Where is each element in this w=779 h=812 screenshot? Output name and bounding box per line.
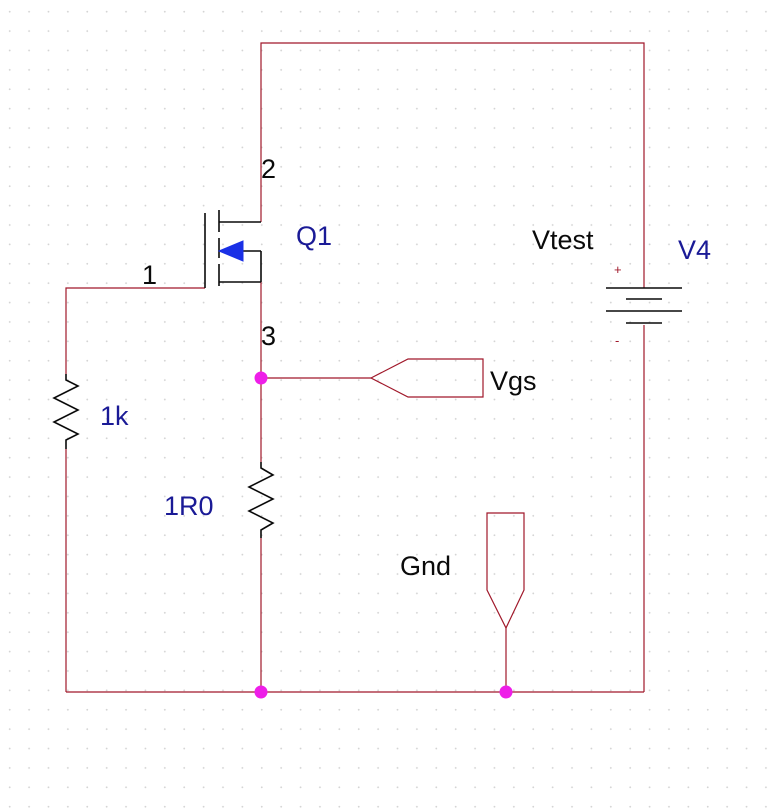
mosfet-q1[interactable]	[204, 210, 262, 288]
gate-resistor[interactable]	[52, 374, 80, 449]
gate-resistor-value: 1k	[100, 401, 129, 431]
source-minus-sign: -	[615, 333, 619, 348]
junction-ground-resistor	[254, 685, 268, 699]
junction-ground-gnd	[499, 685, 513, 699]
wire-top-loop[interactable]	[260, 42, 645, 288]
pin-label-drain: 2	[261, 154, 276, 184]
vgs-connector[interactable]	[369, 358, 484, 398]
source-plus-sign: +	[614, 262, 622, 277]
vgs-connector-label: Vgs	[490, 366, 537, 396]
source-ref-label: V4	[678, 235, 711, 265]
pin-label-gate: 1	[142, 260, 157, 290]
pin-label-source: 3	[261, 321, 276, 351]
source-name-label: Vtest	[532, 225, 594, 255]
junction-source-node	[254, 371, 268, 385]
source-resistor[interactable]	[247, 462, 275, 538]
wires	[65, 42, 645, 693]
gnd-connector[interactable]	[486, 512, 525, 630]
mosfet-arrow-icon	[217, 240, 244, 262]
source-resistor-value: 1R0	[164, 491, 214, 521]
gnd-connector-label: Gnd	[400, 551, 451, 581]
mosfet-ref-label: Q1	[296, 221, 332, 251]
wire-gate-top[interactable]	[65, 287, 205, 374]
voltage-source-v4[interactable]	[606, 287, 682, 324]
